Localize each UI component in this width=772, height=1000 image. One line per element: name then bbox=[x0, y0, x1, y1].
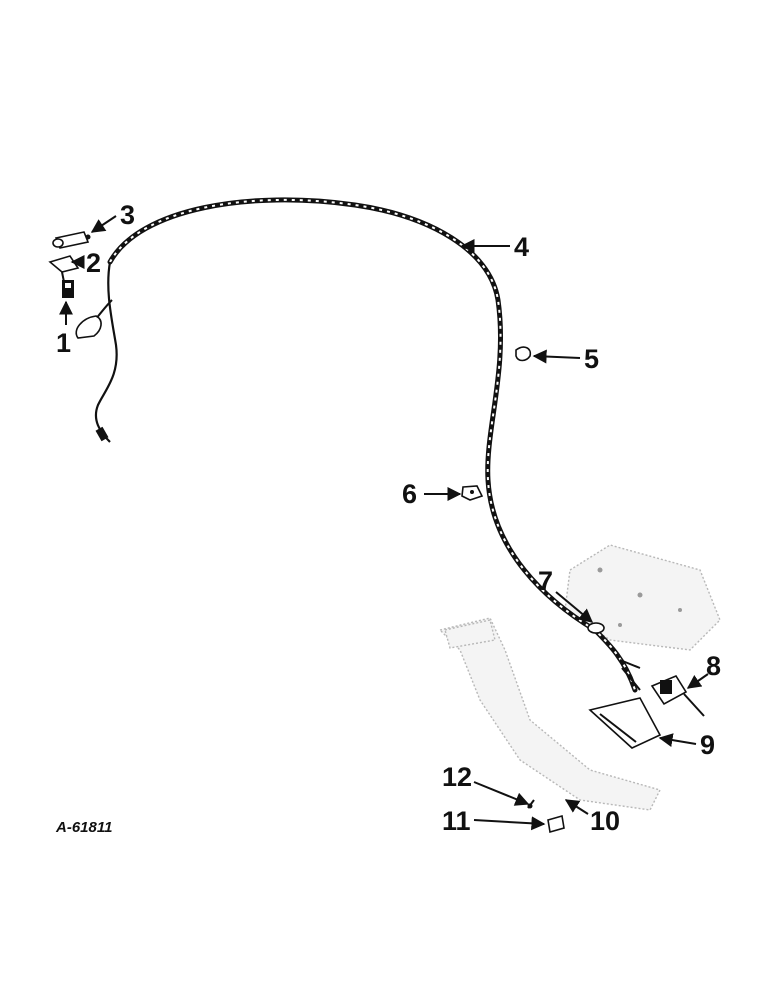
part-8-stoplight-switch bbox=[650, 675, 705, 717]
leader-line-5 bbox=[532, 349, 581, 364]
leader-line-9 bbox=[658, 733, 697, 747]
pedal-ghost bbox=[438, 617, 662, 811]
part-6-clamp bbox=[461, 485, 484, 501]
part-5-clip bbox=[515, 346, 532, 362]
callout-8: 8 bbox=[706, 651, 721, 681]
floor-plate-ghost bbox=[564, 544, 721, 651]
part-12-bolt bbox=[527, 799, 535, 809]
callout-9: 9 bbox=[700, 730, 715, 760]
drop-wire-connector bbox=[95, 426, 109, 442]
leader-line-7 bbox=[555, 591, 594, 623]
part-9-switch-bracket bbox=[588, 697, 662, 749]
leader-line-12 bbox=[473, 781, 530, 806]
part-1-switch bbox=[62, 280, 102, 339]
callout-12: 12 bbox=[442, 762, 472, 792]
callout-7: 7 bbox=[538, 566, 553, 596]
wiring-harness-cable bbox=[107, 197, 638, 693]
callout-3: 3 bbox=[120, 200, 135, 230]
leader-line-8 bbox=[686, 673, 709, 689]
part-2-bracket bbox=[48, 255, 80, 283]
leader-line-11 bbox=[473, 816, 546, 831]
callout-11: 11 bbox=[442, 806, 471, 836]
callout-4: 4 bbox=[514, 232, 529, 262]
leader-line-3 bbox=[90, 215, 117, 233]
harness-drop-wire bbox=[94, 261, 118, 443]
callout-5: 5 bbox=[584, 344, 599, 374]
callout-2: 2 bbox=[86, 248, 101, 278]
leader-line-10 bbox=[564, 799, 589, 815]
part-3-terminal bbox=[52, 231, 91, 249]
stoplight-switch-wires bbox=[619, 659, 641, 691]
part-10-mounting-block bbox=[547, 814, 565, 834]
part-7-grommet bbox=[587, 622, 605, 634]
callout-10: 10 bbox=[590, 806, 620, 836]
wiring-harness-cable-texture bbox=[109, 198, 636, 691]
callout-1: 1 bbox=[56, 328, 71, 358]
reference-code: A-61811 bbox=[55, 819, 112, 836]
callout-6: 6 bbox=[402, 479, 417, 509]
